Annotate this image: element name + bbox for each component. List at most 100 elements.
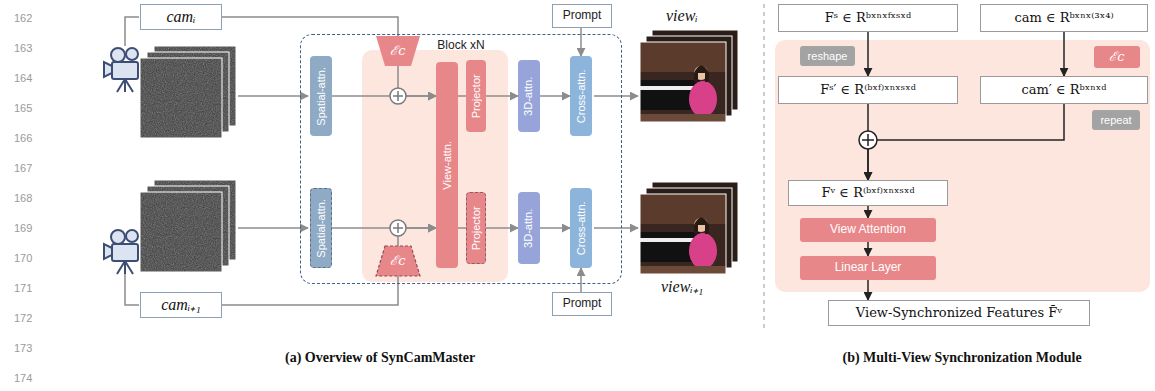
node-text: reshape [808, 50, 848, 63]
projector-block: Projector [466, 60, 486, 132]
attention-3d-block: 3D-attn. [518, 60, 540, 132]
encoder-shape [376, 36, 420, 66]
node-text: Spatial-attn. [315, 67, 328, 126]
camera-encoder: ℰc [376, 36, 420, 66]
connector [867, 280, 869, 300]
line-number: 170 [14, 252, 32, 265]
node-text: Fˢ ∈ Rᵇˣⁿˣᶠˣˢˣᵈ [825, 11, 911, 26]
node-text: repeat [1100, 114, 1131, 127]
noise-frame [140, 192, 222, 272]
node-text: Fˢ′ ∈ R⁽ᵇˣᶠ⁾ˣⁿˣˢˣᵈ [820, 83, 916, 98]
connector [1063, 32, 1065, 76]
spatial-attention-block: Spatial-attn. [310, 188, 332, 268]
video-frame [640, 194, 726, 274]
projector-block: Projector [466, 192, 486, 264]
connector [540, 227, 570, 229]
line-number: 168 [14, 192, 32, 205]
node-text: ℰc [1109, 50, 1124, 65]
connector [867, 206, 869, 218]
noise-frame [140, 58, 222, 138]
view-attention-block: View Attention [800, 218, 936, 242]
connector [486, 95, 518, 97]
operation-tag: repeat [1092, 110, 1140, 130]
module-region [775, 40, 1150, 292]
tensor-shape-box: Fˢ′ ∈ R⁽ᵇˣᶠ⁾ˣⁿˣˢˣᵈ [778, 76, 958, 104]
illustration-part [393, 223, 403, 233]
connector [222, 276, 398, 305]
tensor-shape-box: cam′ ∈ Rᵇˣⁿˣᵈ [980, 76, 1148, 104]
line-number: 164 [14, 72, 32, 85]
illustration-part [390, 220, 406, 236]
node-text: 3D-attn. [523, 76, 536, 115]
connector [867, 32, 869, 76]
node-text: cam ∈ Rᵇˣⁿˣ⁽³ˣ⁴⁾ [1014, 11, 1113, 26]
tensor-shape-box: Fᵛ ∈ R⁽ᵇˣᶠ⁾ˣⁿˣˢˣᵈ [788, 180, 948, 206]
connector [486, 227, 518, 229]
node-text: View-Synchronized Features F̄ᵛ [856, 306, 1062, 321]
illustration-part [390, 88, 406, 104]
camera-leader [125, 17, 139, 46]
node-text: Fᵛ ∈ R⁽ᵇˣᶠ⁾ˣⁿˣˢˣᵈ [821, 186, 914, 201]
subfigure-caption: (a) Overview of SynCamMaster [285, 350, 475, 366]
node-text: 3D-attn. [523, 208, 536, 247]
line-number: 166 [14, 132, 32, 145]
camera-leader [125, 274, 139, 305]
output-arrow [594, 227, 638, 229]
node-text: Projector [470, 74, 483, 118]
node-text: Cross-attn. [575, 69, 588, 123]
illustration-part [862, 134, 874, 146]
node-text: Cross-attn. [575, 201, 588, 255]
illustration-part [393, 91, 403, 101]
node-text: camᵢ₊₁ [161, 296, 201, 314]
view-label: viewᵢ [666, 7, 698, 25]
output-features-box: View-Synchronized Features F̄ᵛ [828, 300, 1090, 326]
node-text: Prompt [563, 9, 602, 23]
line-number: 172 [14, 312, 32, 325]
view-attention-block: View-attn. [436, 62, 458, 268]
prompt-box: Prompt [552, 292, 612, 316]
connector [540, 95, 570, 97]
camera-param-box: camᵢ₊₁ [140, 292, 222, 318]
encoder-shape [376, 246, 420, 276]
output-arrow [594, 95, 638, 97]
sum-symbol [390, 88, 406, 104]
sum-symbol [390, 220, 406, 236]
operation-tag: reshape [800, 46, 855, 66]
node-text: Projector [470, 206, 483, 250]
node-text: ℰc [390, 254, 405, 269]
node-text: Linear Layer [835, 261, 902, 275]
input-arrow [238, 227, 308, 229]
attention-3d-block: 3D-attn. [518, 192, 540, 264]
line-number: 169 [14, 222, 32, 235]
node-text: cam′ ∈ Rᵇˣⁿˣᵈ [1021, 83, 1106, 98]
camera-icon [104, 230, 138, 274]
cross-attention-block: Cross-attn. [570, 188, 592, 268]
node-text: Block xN [437, 37, 484, 53]
line-number: 173 [14, 342, 32, 355]
panel-separator [763, 4, 764, 330]
connector [868, 104, 1064, 180]
camera-param-box: camᵢ [140, 4, 222, 30]
camera-encoder: ℰc [376, 246, 420, 276]
node-text: ℰc [390, 44, 405, 59]
tensor-shape-box: cam ∈ Rᵇˣⁿˣ⁽³ˣ⁴⁾ [980, 4, 1148, 32]
connector [458, 227, 466, 229]
camera-icon [104, 48, 138, 92]
subfigure-caption: (b) Multi-View Synchronization Module [843, 350, 1082, 366]
view-label: viewᵢ₊₁ [661, 278, 703, 296]
connector [580, 28, 582, 56]
tensor-shape-box: Fˢ ∈ Rᵇˣⁿˣᶠˣˢˣᵈ [778, 4, 958, 32]
node-text: View Attention [830, 223, 906, 237]
linear-layer: Linear Layer [800, 256, 936, 280]
connector [580, 268, 582, 292]
sum-symbol [859, 131, 877, 149]
line-number: 174 [14, 372, 32, 385]
node-text: Prompt [563, 297, 602, 311]
line-number: 165 [14, 102, 32, 115]
node-text: camᵢ [166, 8, 195, 26]
synchronization-region [362, 50, 508, 282]
line-number: 167 [14, 162, 32, 175]
video-frame [640, 42, 726, 122]
spatial-attention-block: Spatial-attn. [310, 56, 332, 136]
